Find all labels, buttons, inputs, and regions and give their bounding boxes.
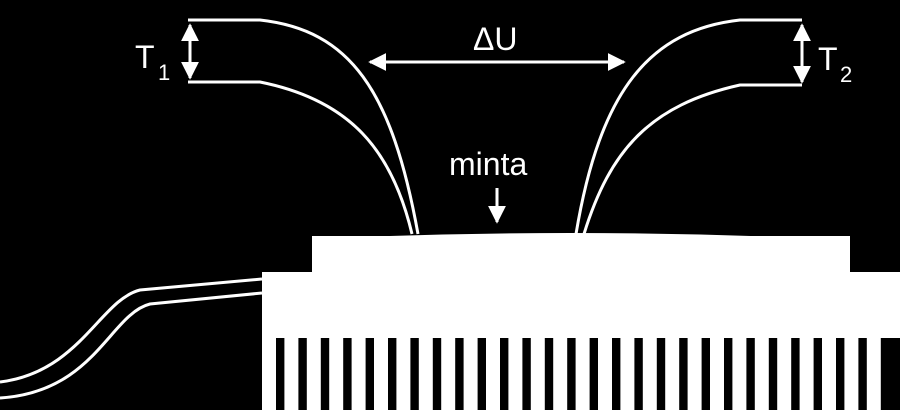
heat-sink-fin <box>665 336 680 410</box>
heat-sink-fin <box>575 336 590 410</box>
heat-sink-fin <box>777 336 792 410</box>
heat-sink-fin <box>329 336 344 410</box>
heat-sink-fin <box>844 336 859 410</box>
heat-sink-fin <box>396 336 411 410</box>
heat-sink-fin <box>598 336 612 410</box>
heat-sink-fin <box>486 336 500 410</box>
sample-holder-block <box>312 236 850 274</box>
heat-sink-fin <box>262 336 276 410</box>
heat-sink-fin <box>687 336 702 410</box>
heat-sink-fin <box>508 336 523 410</box>
heat-sink-fin <box>441 336 456 410</box>
heat-sink-fin <box>754 336 769 410</box>
delta-u-label: ΔU <box>473 21 517 57</box>
left-probe <box>188 18 420 235</box>
lead-wire-lower <box>0 291 263 400</box>
lead-wires <box>0 277 263 400</box>
heat-sink-base <box>262 272 900 338</box>
heat-sink-fin <box>418 336 433 410</box>
heat-sink-fin <box>642 336 657 410</box>
heat-sink-fin <box>530 336 545 410</box>
heat-sink-fin <box>822 336 836 410</box>
heat-sink-fin <box>799 336 814 410</box>
t1-label: T <box>135 39 155 75</box>
heat-sink-fin <box>710 336 724 410</box>
right-probe-lower-wire <box>582 83 802 235</box>
heat-sink-fin <box>866 336 881 410</box>
heat-sink-fin <box>732 336 747 410</box>
heat-sink-fin <box>463 336 478 410</box>
t2-label: T <box>818 41 838 77</box>
right-probe-upper-wire <box>574 18 802 235</box>
sample-label: minta <box>449 146 527 182</box>
heat-sink-fin <box>374 336 388 410</box>
heat-sink-fin <box>306 336 321 410</box>
heat-sink-fin <box>284 336 299 410</box>
right-probe <box>574 18 802 235</box>
heat-sink-fin <box>351 336 366 410</box>
heat-sink-fins <box>262 336 881 410</box>
heat-sink-fin <box>553 336 568 410</box>
t2-subscript: 2 <box>840 62 852 87</box>
left-probe-upper-wire <box>188 18 420 235</box>
t1-subscript: 1 <box>158 60 170 85</box>
heat-sink-fin <box>620 336 635 410</box>
left-probe-lower-wire <box>188 80 414 235</box>
lead-wire-upper <box>0 277 263 384</box>
